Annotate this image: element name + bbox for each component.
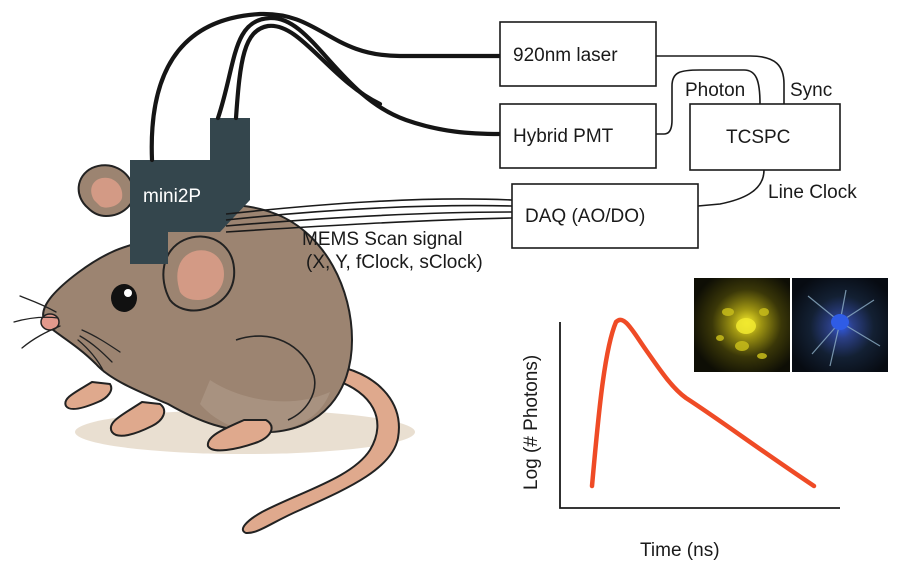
mouse-tail <box>241 367 400 535</box>
mems-scan-wires <box>225 198 513 233</box>
pmt-label: Hybrid PMT <box>513 126 614 147</box>
mems-label-line2: (X, Y, fClock, sClock) <box>306 252 483 273</box>
mouse-hind-leg <box>235 335 316 421</box>
sync-line <box>656 55 785 104</box>
sync-label: Sync <box>790 80 832 101</box>
pmt-fiber <box>215 15 503 137</box>
mouse-eye-highlight <box>124 289 132 297</box>
line-clock-label: Line Clock <box>768 182 857 203</box>
laser-box: 920nm laser <box>499 21 657 87</box>
daq-label: DAQ (AO/DO) <box>525 206 645 227</box>
pmt-box: Hybrid PMT <box>499 103 657 169</box>
yellow-fluorescence-image <box>694 278 790 372</box>
pmt-fiber-inner <box>233 23 383 121</box>
mouse-back-ear-inner <box>91 177 123 208</box>
plot-xlabel: Time (ns) <box>640 540 720 561</box>
daq-box: DAQ (AO/DO) <box>511 183 699 249</box>
mouse-belly <box>200 380 330 432</box>
plot-axes <box>559 322 840 509</box>
photon-label: Photon <box>685 80 745 101</box>
line-clock-line <box>697 169 765 207</box>
decay-plot: Log (# Photons) Time (ns) <box>521 278 888 561</box>
mouse-mid-paw <box>109 401 166 437</box>
mouse-body <box>42 204 353 434</box>
mouse-hind-paw <box>206 419 273 452</box>
mini2p-label: mini2P <box>143 186 201 207</box>
mouse-eye <box>111 284 137 312</box>
photon-line <box>656 69 761 135</box>
mouse-front-paw <box>64 381 113 410</box>
laser-fiber <box>149 11 503 163</box>
tcspc-label: TCSPC <box>726 127 790 148</box>
mems-label-line1: MEMS Scan signal <box>302 229 463 250</box>
plot-ylabel: Log (# Photons) <box>521 355 542 490</box>
decay-curve <box>589 317 817 489</box>
laser-label: 920nm laser <box>513 45 618 66</box>
mouse-whiskers <box>13 295 121 373</box>
blue-lifetime-image <box>792 278 888 372</box>
mouse-front-ear-inner <box>177 250 224 300</box>
mini2p-headstage <box>130 118 250 264</box>
tcspc-box: TCSPC <box>689 103 841 171</box>
